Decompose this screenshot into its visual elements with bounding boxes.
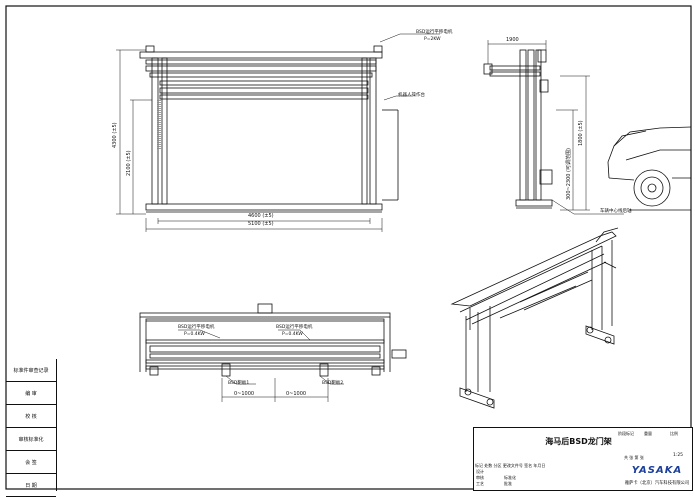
company-name: 雅萨卡（北京）汽车科技有限公司	[624, 481, 690, 486]
left-row-1: 标准件审查记录	[6, 359, 56, 382]
side-height-right: 1800 (±5)	[578, 120, 584, 146]
tb-row1: 标记 处数 分区 更改文件号 签名 年月日	[475, 463, 546, 468]
tb-weight: 重量	[644, 431, 652, 436]
car-outline	[607, 126, 692, 211]
side-view-frame	[483, 49, 553, 209]
drawing-frame	[5, 5, 692, 490]
front-width-outer: 5100 (±5)	[248, 221, 274, 227]
tb-check: 审核	[476, 475, 484, 480]
front-bsd-power: P=2KW	[424, 37, 441, 42]
left-row-3: 校 核	[6, 405, 56, 428]
tb-approve: 批准	[504, 481, 512, 486]
top-dim-left: 0~1000	[234, 391, 255, 397]
top-target-right: BSD靶板2	[322, 381, 344, 386]
front-bsd-label: BSD运行平移电机	[416, 30, 453, 35]
left-approval-panel: 标准件审查记录 编 审 校 核 审核标准化 会 签 日 期	[6, 359, 57, 497]
side-bottom-label: 车辆中心线后轴	[600, 209, 632, 214]
front-height-inner: 2100 (±5)	[126, 150, 132, 176]
front-width-inner: 4600 (±5)	[248, 213, 274, 219]
tb-process: 工艺	[476, 481, 484, 486]
top-power-right: P=0.4KW	[282, 332, 303, 337]
top-dim-right: 0~1000	[286, 391, 307, 397]
top-target-left: BSD靶板1	[228, 381, 250, 386]
side-width: 1900	[506, 37, 519, 43]
left-row-6: 日 期	[6, 474, 56, 497]
front-right-label: 机器人操作台	[398, 93, 425, 98]
top-bsd-left: BSD运行平移电机	[178, 325, 215, 330]
left-row-4: 审核标准化	[6, 428, 56, 451]
tb-design: 设计	[476, 469, 484, 474]
left-row-2: 编 审	[6, 382, 56, 405]
top-view-frame	[139, 303, 407, 377]
drawing-scale: 1:25	[672, 453, 684, 458]
left-row-5: 会 签	[6, 451, 56, 474]
side-height-range: 300~2300 (可调范围)	[566, 148, 572, 200]
front-dimensions	[116, 33, 440, 232]
tb-standard: 标准化	[504, 475, 516, 480]
company-logo: YASAKA	[631, 464, 683, 476]
side-dimensions	[487, 40, 624, 215]
front-view-frame	[139, 45, 399, 213]
title-block: 海马后BSD龙门架 标记 处数 分区 更改文件号 签名 年月日 设计 审核 工艺…	[473, 427, 693, 491]
top-dimensions	[178, 329, 344, 402]
tb-ratio: 比例	[670, 431, 678, 436]
front-height-outer: 4300 (±5)	[112, 122, 118, 148]
tb-stage: 阶段标记	[618, 431, 634, 436]
drawing-title: 海马后BSD龙门架	[545, 436, 612, 446]
top-bsd-right: BSD运行平移电机	[276, 325, 313, 330]
isometric-view	[450, 227, 619, 409]
top-power-left: P=0.4KW	[184, 332, 205, 337]
tb-sheet: 共 张 第 张	[624, 455, 644, 460]
